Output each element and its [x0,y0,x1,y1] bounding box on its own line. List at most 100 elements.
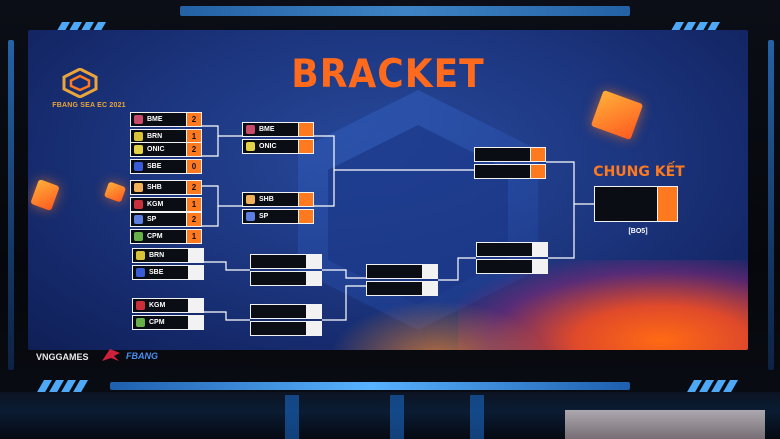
score-tab [533,259,548,274]
stage-lower-panel [565,410,765,439]
team-slot: BME [130,112,187,127]
event-logo-icon [62,68,98,98]
score-tab [531,164,546,179]
team-row: SBE [132,265,204,280]
team-row [366,281,438,296]
team-row: SP [242,209,314,224]
team-slot: SBE [132,265,189,280]
team-slot-empty [250,271,307,286]
team-name: SP [147,216,157,223]
team-name: ONIC [259,143,277,150]
score-tab [189,265,204,280]
team-row: ONIC [242,139,314,154]
team-name: BRN [149,252,165,259]
team-row [476,242,548,257]
team-name: SHB [147,184,162,191]
vng-games-logo: VNGGAMES [36,352,89,362]
team-score: 2 [187,142,202,157]
match-card-upper-r2-1[interactable]: BME ONIC [242,122,314,154]
frame-left-light [8,40,14,370]
team-row: SHB [242,192,314,207]
match-card-lower-r2-1[interactable] [250,254,322,286]
match-card-upper-r1-3[interactable]: SHB 2 KGM 1 [130,180,202,212]
bracket-title: BRACKET [291,51,485,98]
team-slot: SBE [130,159,187,174]
team-name: KGM [147,201,164,208]
bracket-lines [202,125,594,321]
sp-logo-icon [246,212,255,221]
shb-logo-icon [134,183,143,192]
orange-flare-decoration [328,300,548,350]
stage-pillar-light [470,395,484,439]
team-score: 2 [187,112,202,127]
match-card-lower-r2-2[interactable] [250,304,322,336]
score-tab [307,321,322,336]
sbe-logo-icon [134,162,143,171]
bme-logo-icon [246,125,255,134]
team-row [474,164,546,179]
team-row [250,271,322,286]
team-row: SP 2 [130,212,202,227]
score-tab [531,147,546,162]
onic-logo-icon [246,142,255,151]
team-slot-empty [474,164,531,179]
match-card-upper-r1-4[interactable]: SP 2 CPM 1 [130,212,202,244]
kgm-logo-icon [134,200,143,209]
match-card-lower-r1-2[interactable]: KGM CPM [132,298,204,330]
team-name: CPM [147,233,163,240]
team-row: BRN 1 [130,129,202,144]
team-slot: CPM [130,229,187,244]
team-row: ONIC 2 [130,142,202,157]
match-card-lower-final[interactable] [476,242,548,274]
team-score: 2 [187,180,202,195]
cpm-logo-icon [136,318,145,327]
score-tab [189,315,204,330]
team-row [476,259,548,274]
bme-logo-icon [134,115,143,124]
team-row [474,147,546,162]
shb-logo-icon [246,195,255,204]
bracket-screen: FBANG SEA EC 2021 BRACKET BME 2 [28,30,748,350]
team-slot: ONIC [130,142,187,157]
team-row: SHB 2 [130,180,202,195]
score-tab [189,298,204,313]
team-row [250,254,322,269]
team-name: BRN [147,133,163,140]
score-tab [533,242,548,257]
team-slot: KGM [132,298,189,313]
team-row: CPM 1 [130,229,202,244]
match-card-upper-r1-2[interactable]: ONIC 2 SBE 0 [130,142,202,174]
match-card-grand-final[interactable] [594,186,678,222]
team-slot-empty [366,264,423,279]
team-name: SBE [147,163,162,170]
team-score: 1 [187,197,202,212]
score-tab [189,248,204,263]
score-tab [299,209,314,224]
match-card-lower-r3[interactable] [366,264,438,296]
team-name: CPM [149,319,165,326]
grand-final-title: CHUNG KẾT [593,164,685,180]
match-card-upper-final[interactable] [474,147,546,179]
team-row [250,321,322,336]
score-tab [299,139,314,154]
ros-logo-icon [102,349,120,361]
team-name: BME [147,116,163,123]
match-card-upper-r1-1[interactable]: BME 2 BRN 1 [130,112,202,144]
team-score: 0 [187,159,202,174]
frame-bottom-light [110,382,630,390]
score-tab [307,254,322,269]
match-card-upper-r2-2[interactable]: SHB SP [242,192,314,224]
fbang-logo: FBANG [126,351,158,361]
team-slot-empty [594,186,658,222]
team-row [366,264,438,279]
team-row: KGM [132,298,204,313]
brn-logo-icon [136,251,145,260]
match-card-lower-r1-1[interactable]: BRN SBE [132,248,204,280]
team-name: BME [259,126,275,133]
score-tab [423,264,438,279]
team-slot: CPM [132,315,189,330]
team-name: ONIC [147,146,165,153]
score-tab [299,192,314,207]
stage-pillar-light [285,395,299,439]
team-slot: SP [242,209,299,224]
